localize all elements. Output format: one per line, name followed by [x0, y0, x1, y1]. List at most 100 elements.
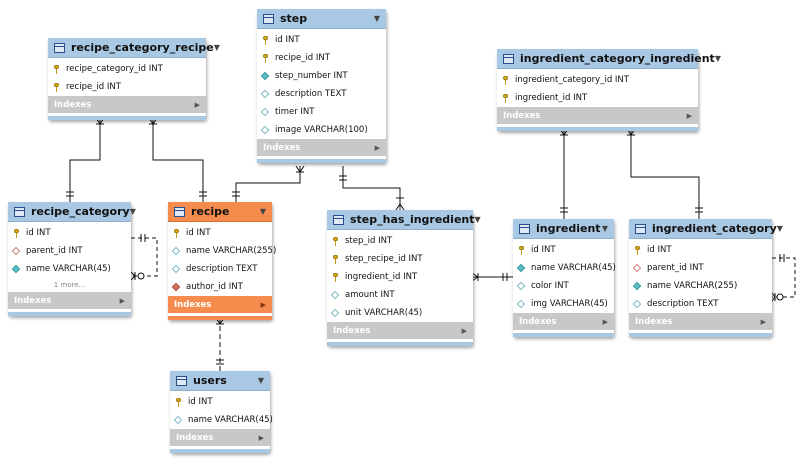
indexes-section[interactable]: Indexes ▶ — [168, 296, 272, 313]
collapse-chevron-icon[interactable]: ▼ — [373, 14, 380, 23]
column-row[interactable]: id INT — [257, 31, 386, 49]
expand-triangle-icon[interactable]: ▶ — [760, 317, 766, 326]
table-name: recipe — [191, 205, 230, 218]
column-row[interactable]: step_recipe_id INT — [327, 250, 473, 268]
column-row[interactable]: name VARCHAR(45) — [8, 260, 131, 278]
column-row[interactable]: color INT — [513, 277, 614, 295]
column-row[interactable]: amount INT — [327, 286, 473, 304]
column-row[interactable]: author_id INT — [168, 278, 272, 296]
collapse-chevron-icon[interactable]: ▼ — [259, 207, 266, 216]
column-row[interactable]: id INT — [513, 241, 614, 259]
indexes-section[interactable]: Indexes▶ — [48, 96, 206, 113]
column-row[interactable]: recipe_id INT — [48, 78, 206, 96]
column-row[interactable]: ingredient_id INT — [327, 268, 473, 286]
indexes-section[interactable]: Indexes▶ — [170, 429, 270, 446]
collapse-chevron-icon[interactable]: ▼ — [129, 207, 136, 216]
column-row[interactable]: name VARCHAR(255) — [629, 277, 772, 295]
rel-rcr-recipe[interactable] — [148, 117, 207, 202]
column-row[interactable]: description TEXT — [257, 85, 386, 103]
collapse-chevron-icon[interactable]: ▼ — [776, 224, 783, 233]
column-row[interactable]: step_number INT — [257, 67, 386, 85]
column-row[interactable]: description TEXT — [168, 260, 272, 278]
collapse-chevron-icon[interactable]: ▼ — [213, 43, 220, 52]
table-recipe-category-recipe[interactable]: recipe_category_recipe▼ recipe_category_i… — [48, 38, 220, 120]
column-row[interactable]: ingredient_category_id INT — [497, 71, 698, 89]
column-row[interactable]: name VARCHAR(255) — [168, 242, 276, 260]
column-row[interactable]: step_id INT — [327, 232, 473, 250]
column-label: description TEXT — [186, 264, 258, 274]
rel-step-recipe[interactable] — [232, 165, 305, 202]
table-header[interactable]: step▼ — [257, 9, 386, 29]
table-header[interactable]: recipe_category_recipe▼ — [48, 38, 220, 58]
expand-triangle-icon[interactable]: ▶ — [194, 100, 200, 109]
column-row[interactable]: image VARCHAR(100) — [257, 121, 386, 139]
table-header[interactable]: ingredient▼ — [513, 219, 614, 239]
column-row[interactable]: parent_id INT — [629, 259, 772, 277]
table-header[interactable]: ingredient_category▼ — [629, 219, 783, 239]
indexes-section[interactable]: Indexes ▶ — [257, 139, 386, 156]
expand-triangle-icon[interactable]: ▶ — [258, 433, 264, 442]
column-row[interactable]: id INT — [168, 224, 272, 242]
indexes-section[interactable]: Indexes▶ — [513, 313, 614, 330]
column-row[interactable]: ingredient_id INT — [497, 89, 698, 107]
expand-triangle-icon[interactable]: ▶ — [374, 143, 380, 152]
table-icon — [503, 53, 514, 64]
indexes-section[interactable]: Indexes ▶ — [8, 292, 131, 309]
table-header[interactable]: ingredient_category_ingredient▼ — [497, 49, 721, 69]
column-row[interactable]: id INT — [629, 241, 772, 259]
indexes-section[interactable]: Indexes▶ — [327, 322, 473, 339]
nullable-column-icon — [171, 264, 181, 274]
indexes-section[interactable]: Indexes▶ — [497, 107, 698, 124]
collapse-chevron-icon[interactable]: ▼ — [474, 215, 481, 224]
rel-step-step-has-ingredient[interactable] — [339, 166, 405, 211]
table-header[interactable]: recipe ▼ — [168, 202, 272, 222]
indexes-section[interactable]: Indexes▶ — [629, 313, 772, 330]
rel-step-has-ingredient-ingredient[interactable] — [471, 272, 513, 282]
column-row[interactable]: recipe_id INT — [257, 49, 386, 67]
column-row[interactable]: parent_id INT — [8, 242, 131, 260]
table-ingredient-category-ingredient[interactable]: ingredient_category_ingredient▼ ingredien… — [497, 49, 721, 131]
rel-ingredient-category-self[interactable] — [771, 254, 796, 302]
column-row[interactable]: name VARCHAR(45) — [170, 411, 273, 429]
column-row[interactable]: unit VARCHAR(45) — [327, 304, 473, 322]
column-row[interactable]: id INT — [8, 224, 131, 242]
table-name: recipe_category_recipe — [71, 41, 214, 54]
primary-key-icon — [501, 75, 509, 85]
rel-ici-ingredient-category[interactable] — [626, 128, 703, 219]
rel-rcr-recipe-category[interactable] — [66, 117, 105, 202]
rel-recipe-users[interactable] — [215, 317, 225, 371]
column-label: description TEXT — [647, 299, 719, 309]
column-row[interactable]: img VARCHAR(45) — [513, 295, 614, 313]
not-null-column-icon — [516, 263, 526, 273]
table-header[interactable]: users▼ — [170, 371, 270, 391]
expand-triangle-icon[interactable]: ▶ — [119, 296, 125, 305]
column-row[interactable]: name VARCHAR(45) — [513, 259, 616, 277]
column-row[interactable]: timer INT — [257, 103, 386, 121]
rel-recipe-category-self[interactable] — [130, 234, 158, 281]
expand-triangle-icon[interactable]: ▶ — [686, 111, 692, 120]
table-header[interactable]: step_has_ingredient▼ — [327, 210, 481, 230]
column-row[interactable]: id INT — [170, 393, 270, 411]
collapse-chevron-icon[interactable]: ▼ — [601, 224, 608, 233]
collapse-chevron-icon[interactable]: ▼ — [714, 54, 721, 63]
table-header[interactable]: recipe_category▼ — [8, 202, 136, 222]
column-row[interactable]: description TEXT — [629, 295, 772, 313]
table-bottom-bar — [168, 316, 272, 320]
indexes-label: Indexes — [174, 299, 212, 310]
indexes-label: Indexes — [14, 295, 52, 306]
rel-ici-ingredient[interactable] — [559, 128, 569, 219]
more-columns-link[interactable]: 1 more... — [53, 281, 86, 289]
expand-triangle-icon[interactable]: ▶ — [602, 317, 608, 326]
collapse-chevron-icon[interactable]: ▼ — [257, 376, 264, 385]
expand-triangle-icon[interactable]: ▶ — [260, 300, 266, 309]
column-row[interactable]: recipe_category_id INT — [48, 60, 206, 78]
expand-triangle-icon[interactable]: ▶ — [461, 326, 467, 335]
indexes-label: Indexes — [263, 142, 301, 153]
